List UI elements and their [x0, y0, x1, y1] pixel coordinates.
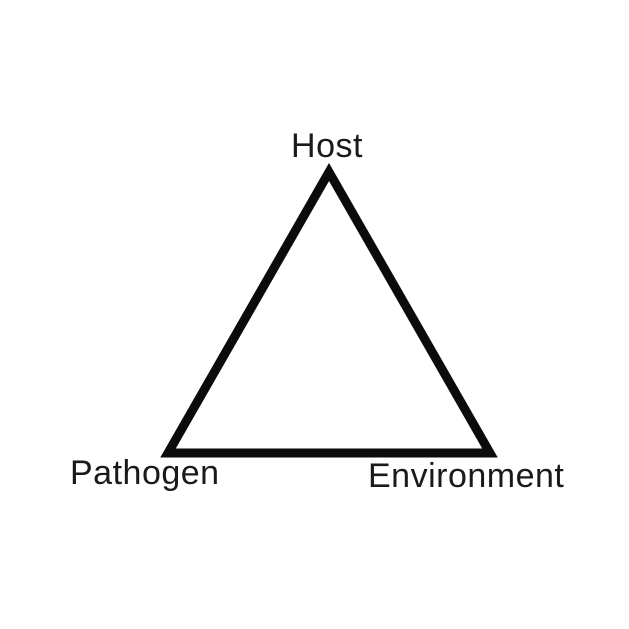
triangle-outline — [160, 162, 498, 458]
node-label-host: Host — [291, 127, 363, 165]
node-label-pathogen: Pathogen — [70, 454, 220, 492]
node-label-environment: Environment — [368, 457, 565, 495]
